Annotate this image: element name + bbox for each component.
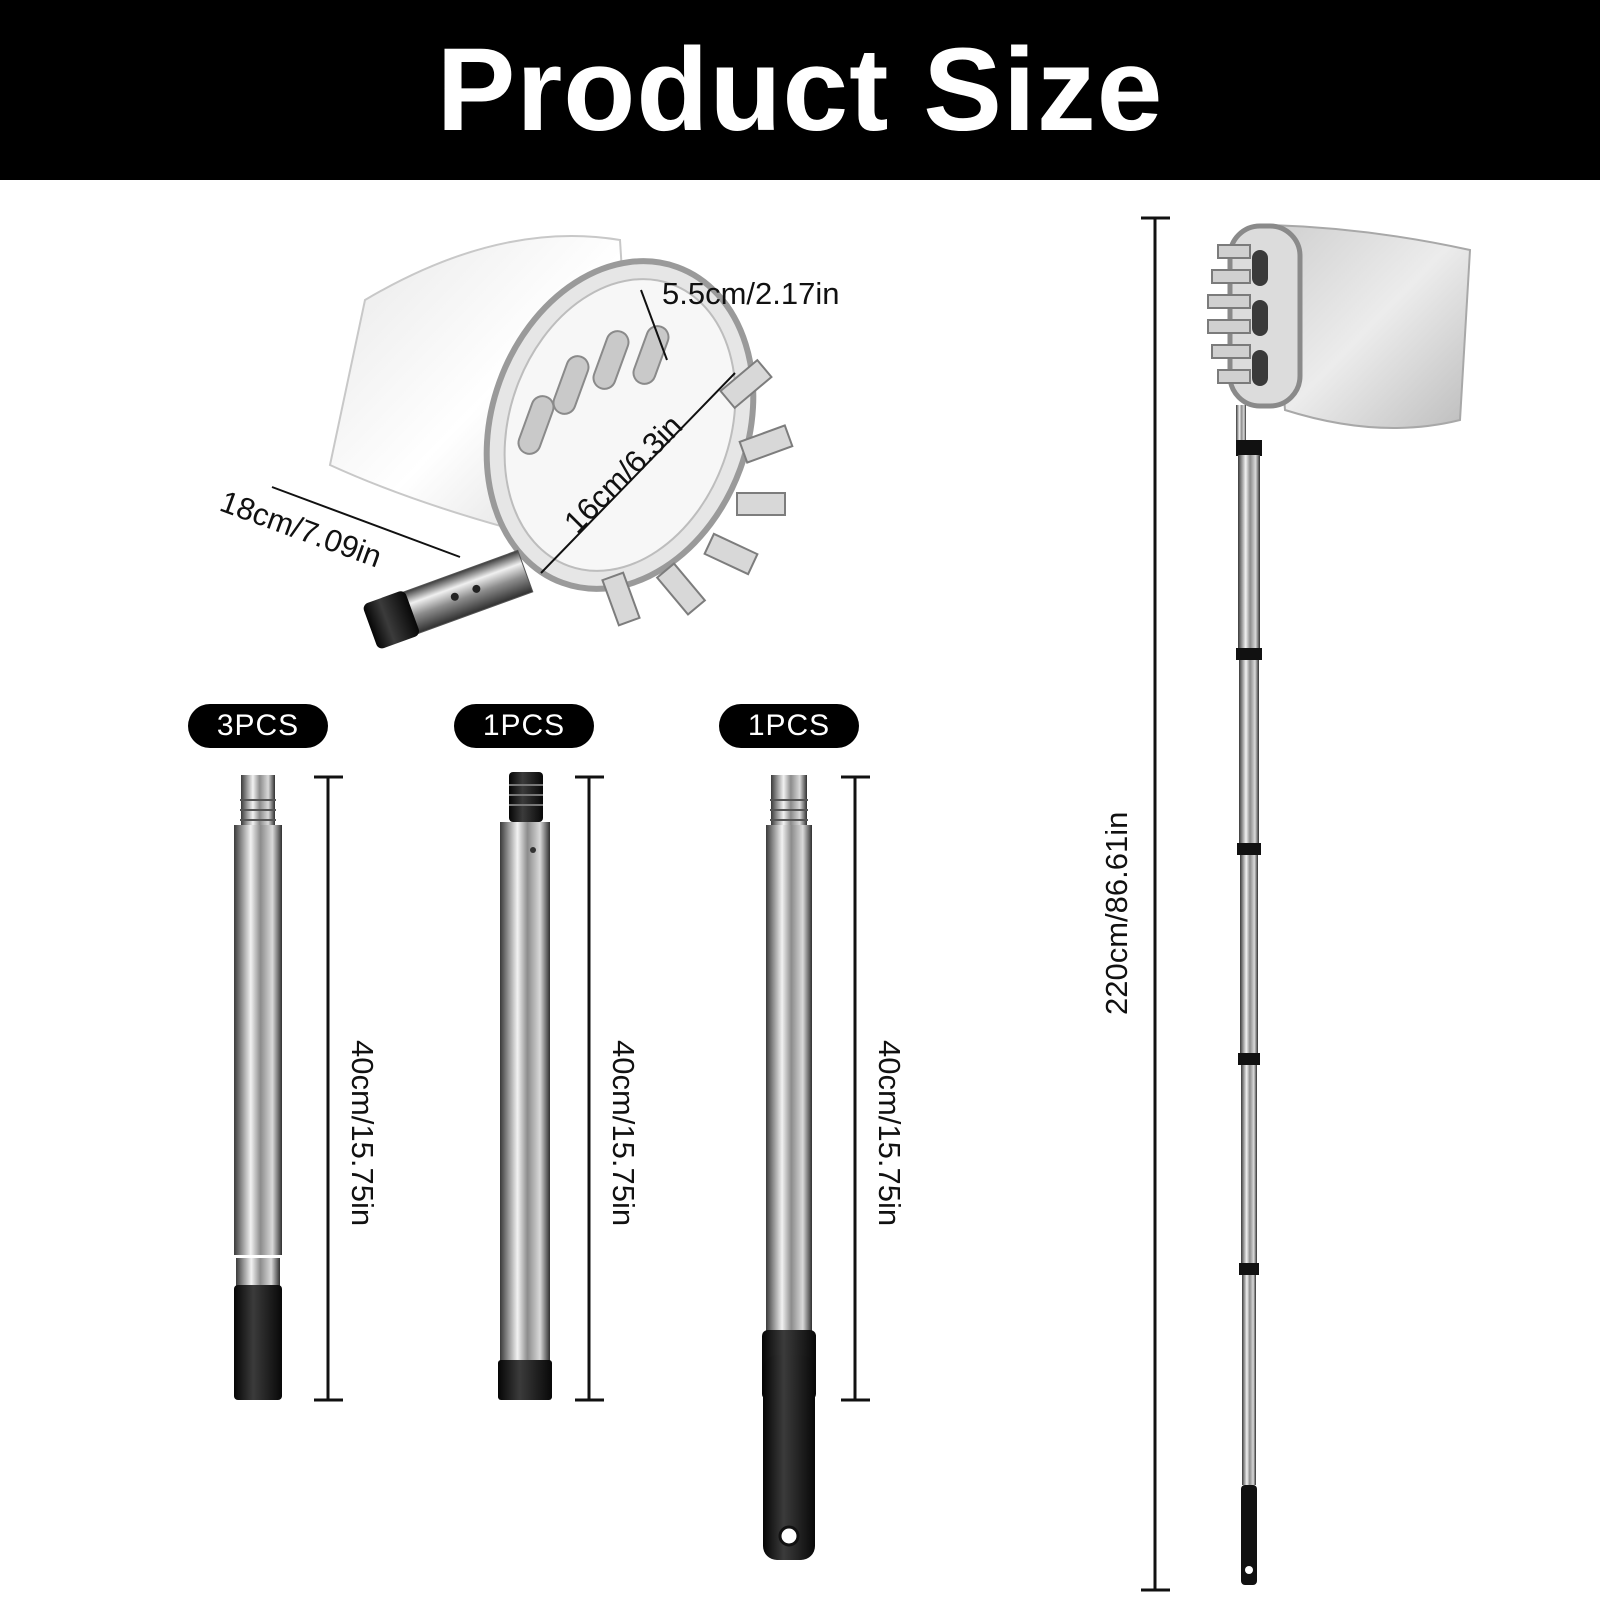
depth-dimension-line: [640, 289, 668, 361]
pole-1-length-label: 40cm/15.75in: [345, 1040, 380, 1226]
pole-segment-1: [234, 775, 282, 1400]
pole-segment-3: [762, 775, 816, 1560]
assembled-length-label: 220cm/86.61in: [1099, 812, 1134, 1015]
pole-2-length-label: 40cm/15.75in: [606, 1040, 641, 1226]
page-title: Product Size: [436, 24, 1164, 156]
pole-3-quantity-badge: 1PCS: [719, 704, 859, 748]
header-banner: Product Size: [0, 0, 1600, 180]
pole-segment-2: [498, 772, 552, 1400]
assembled-picker: [1207, 223, 1472, 1585]
diameter-dimension-line: [540, 372, 736, 574]
pole-2-quantity-badge: 1PCS: [454, 704, 594, 748]
pole-3-length-label: 40cm/15.75in: [872, 1040, 907, 1226]
length-dimension-line: [271, 486, 461, 558]
picker-head-detail: [328, 235, 794, 649]
head-depth-label: 5.5cm/2.17in: [662, 276, 840, 311]
pole-1-quantity-badge: 3PCS: [188, 704, 328, 748]
